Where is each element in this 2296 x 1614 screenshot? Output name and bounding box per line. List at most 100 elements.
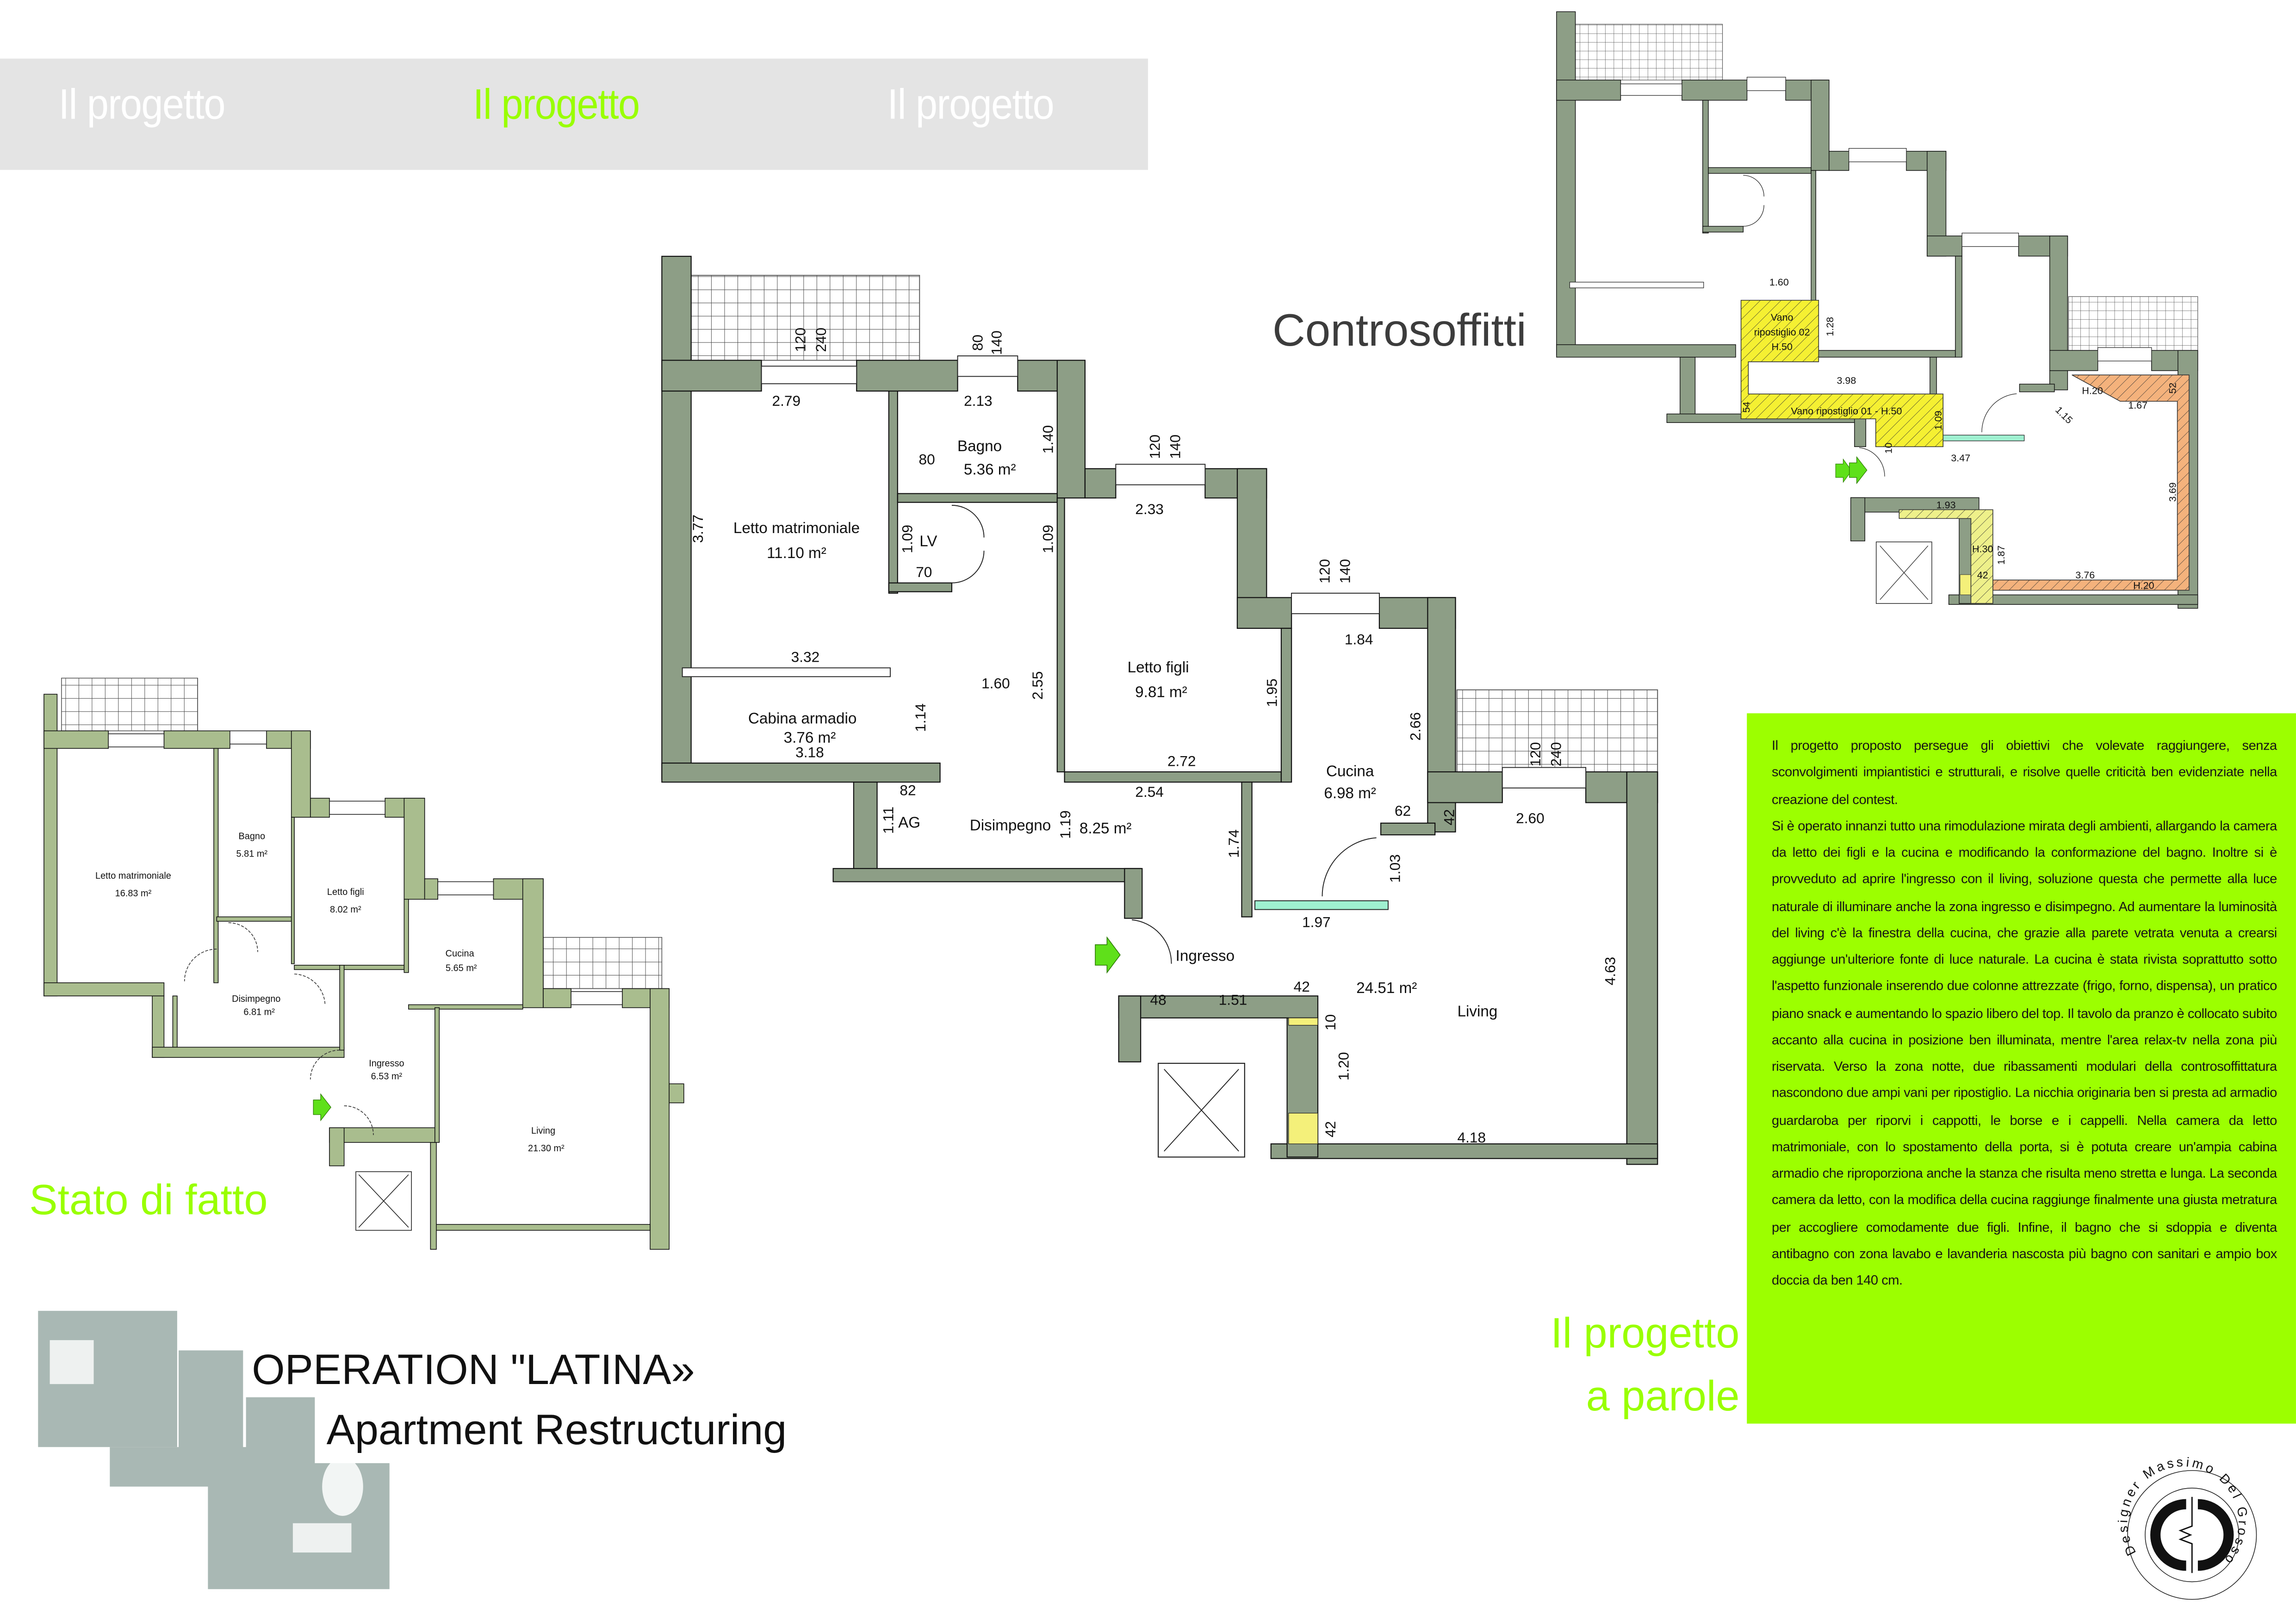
wall [291, 817, 295, 964]
dimension-label: 3.32 [791, 649, 820, 665]
dimension-label: 1.11 [880, 807, 896, 834]
dimension-label: 2.55 [1029, 671, 1046, 700]
door-arc [310, 1049, 340, 1080]
project-description-box: Il progetto proposto persegue gli obiett… [1747, 713, 2296, 1424]
dimension-label: 62 [1395, 802, 1411, 819]
elevator-cross [358, 1174, 409, 1228]
dimension-label: 3.18 [795, 744, 824, 760]
description-paragraph: Il progetto proposto persegue gli obiett… [1772, 738, 2277, 807]
plan-progetto-structure [661, 255, 1658, 1165]
elevator-cross [1164, 1068, 1239, 1152]
tab-il-progetto-2-active[interactable]: Il progetto [473, 82, 640, 129]
door-arc [184, 949, 217, 981]
room-name: Cucina [446, 949, 475, 959]
stato-di-fatto-title: Stato di fatto [29, 1177, 268, 1225]
wall [1056, 497, 1065, 773]
dimension-label: 2.54 [1135, 783, 1164, 800]
door-arc [1132, 919, 1172, 964]
ceiling-label: 1.15 [2053, 404, 2075, 426]
room-area: 11.10 m² [767, 545, 826, 562]
wall [434, 1007, 440, 1143]
progetto-a-parole-line2: a parole [1586, 1373, 1740, 1421]
window-dimension-label: 140 [988, 330, 1005, 355]
ceiling-label: 3.47 [1951, 453, 1970, 464]
column-yellow [1288, 1112, 1318, 1144]
project-title-line1: OPERATION "LATINA» [252, 1347, 695, 1395]
wall [310, 798, 330, 818]
window-dimension-label: 120 [792, 328, 808, 352]
wall [430, 1142, 437, 1250]
room-name: Living [1458, 1003, 1498, 1020]
dimension-label: 1.09 [899, 525, 915, 553]
balcony [690, 275, 920, 361]
tab-il-progetto-1[interactable]: Il progetto [58, 82, 226, 129]
dimension-label: 1.51 [1219, 991, 1247, 1008]
window [437, 881, 494, 895]
ceiling-label: H.50 [1771, 341, 1792, 352]
window-dimension-label: 80 [969, 335, 986, 351]
wall [1380, 822, 1436, 836]
window [230, 730, 267, 745]
dimension-label: 10 [1322, 1014, 1339, 1030]
ceiling-label: 1.09 [1933, 410, 1944, 430]
wall [291, 730, 311, 818]
dimension-label: 1.14 [912, 703, 929, 732]
room-area: 5.36 m² [964, 461, 1016, 478]
wall [43, 730, 109, 749]
room-name: Disimpegno [970, 817, 1051, 834]
wall [856, 360, 958, 392]
ceiling-label: ripostiglio 02 [1754, 327, 1810, 338]
window [1502, 767, 1587, 788]
watermark-plan-graphic [38, 1310, 390, 1589]
ceiling-label: H.30 [1972, 543, 1993, 554]
window-dimension-label: 120 [1527, 742, 1544, 767]
ceiling-label: H.20 [2082, 385, 2103, 396]
dimension-label: 82 [900, 782, 916, 799]
wall [329, 1127, 435, 1143]
entrance-arrow-icon [1849, 456, 1868, 484]
wall [853, 782, 878, 880]
window-dimension-label: 240 [1547, 742, 1564, 767]
tab-il-progetto-3[interactable]: Il progetto [887, 82, 1055, 129]
wall [213, 748, 219, 983]
wall [1241, 782, 1253, 918]
window [957, 355, 1018, 377]
ceiling-label: 54 [1741, 402, 1752, 413]
window [1115, 464, 1206, 485]
controsoffitti-title: Controsoffitti [1272, 304, 1527, 356]
ceiling-label: 3.69 [2167, 483, 2178, 502]
dimension-label: 42 [1440, 809, 1457, 826]
window-dimension-label: 240 [813, 328, 829, 352]
door-arc [344, 1105, 374, 1136]
dimension-label: 1.09 [1039, 525, 1056, 553]
room-name: Cabina armadio [748, 710, 856, 727]
wall [434, 1224, 651, 1231]
wall [1118, 995, 1142, 1062]
dimension-label: 4.63 [1601, 957, 1618, 986]
room-name: AG [898, 814, 920, 831]
wall [294, 965, 405, 970]
dimension-label: 1.19 [1057, 810, 1074, 839]
description-paragraph: Si è operato innanzi tutto una rimodulaz… [1772, 818, 2277, 1288]
room-name: Ingresso [369, 1058, 404, 1068]
wall [661, 255, 692, 780]
room-name: Letto figli [327, 887, 364, 897]
wall [403, 899, 409, 973]
window-dimension-label: 120 [1316, 559, 1333, 584]
dimension-label: 2.79 [772, 392, 801, 409]
room-area: 24.51 m² [1356, 980, 1417, 997]
ceiling-zone-h50-hatch [1741, 300, 1943, 447]
wall [1056, 360, 1086, 499]
dimension-label: 2.33 [1135, 501, 1164, 517]
wall [897, 493, 1058, 503]
ceiling-label: 42 [1977, 570, 1988, 581]
room-name: Letto figli [1128, 659, 1189, 676]
dimension-label: 2.13 [964, 392, 993, 409]
wall [1626, 771, 1658, 1165]
wall [543, 988, 571, 1008]
wall [339, 965, 345, 1051]
